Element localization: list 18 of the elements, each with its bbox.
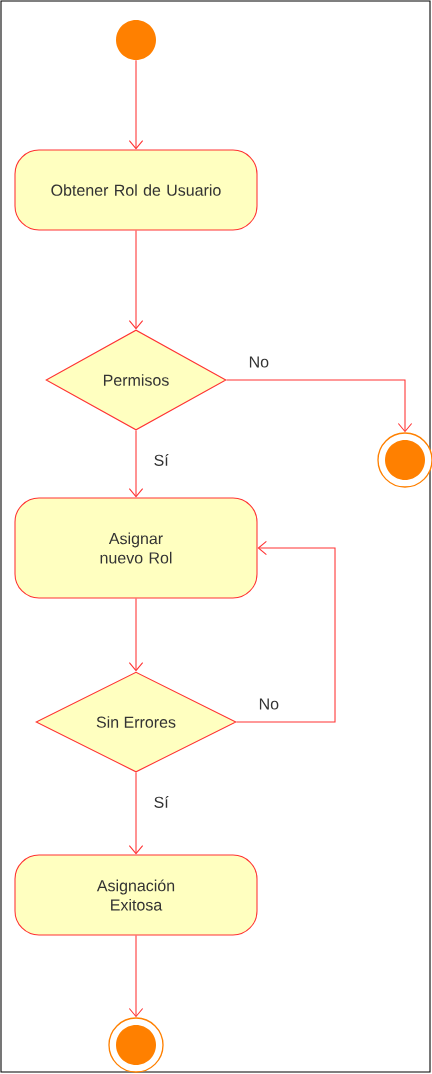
end-circle xyxy=(377,432,432,488)
arrow xyxy=(128,230,144,330)
activity-box: Asignación Exitosa xyxy=(14,854,258,936)
edge-label: Sí xyxy=(152,794,171,810)
arrow xyxy=(128,430,144,498)
end-circle xyxy=(108,1017,164,1073)
arrow xyxy=(128,59,144,150)
arrow xyxy=(128,935,144,1018)
edge-label: Sí xyxy=(152,452,171,468)
arrow xyxy=(236,540,336,723)
edge-label: No xyxy=(257,697,281,711)
arrow xyxy=(128,772,144,855)
activity-box: Obtener Rol de Usuario xyxy=(14,149,258,231)
arrow xyxy=(226,379,413,433)
activity-box: Asignar nuevo Rol xyxy=(14,497,258,599)
start-circle xyxy=(116,20,156,60)
edge-label: No xyxy=(247,355,271,369)
arrow xyxy=(128,598,144,672)
